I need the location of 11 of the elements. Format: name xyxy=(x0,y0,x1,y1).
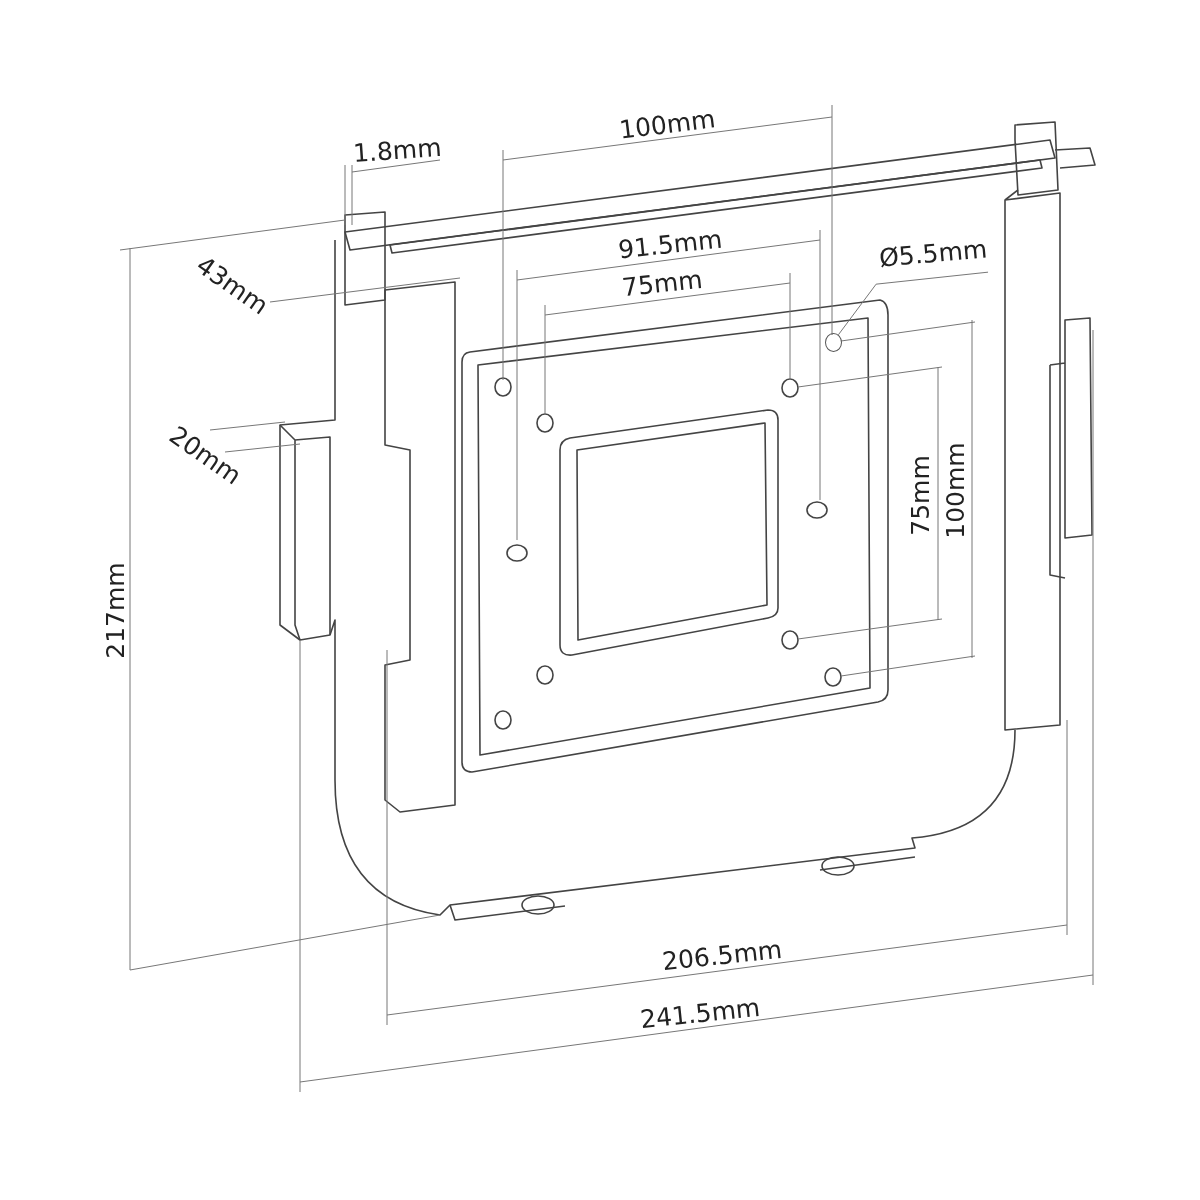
dimension-label: 206.5mm xyxy=(661,936,784,974)
dimension-label: 100mm xyxy=(617,105,717,143)
dimension-label: 1.8mm xyxy=(352,134,443,166)
dimension-label: Ø5.5mm xyxy=(878,235,989,271)
dimension-label: 100mm xyxy=(942,441,968,539)
dimension-label: 75mm xyxy=(620,266,704,300)
dimension-label: 91.5mm xyxy=(617,226,724,262)
dimension-label: 75mm xyxy=(907,454,933,536)
dimension-label: 241.5mm xyxy=(639,994,762,1032)
dimension-label: 217mm xyxy=(102,561,128,659)
leader-line xyxy=(837,271,989,336)
